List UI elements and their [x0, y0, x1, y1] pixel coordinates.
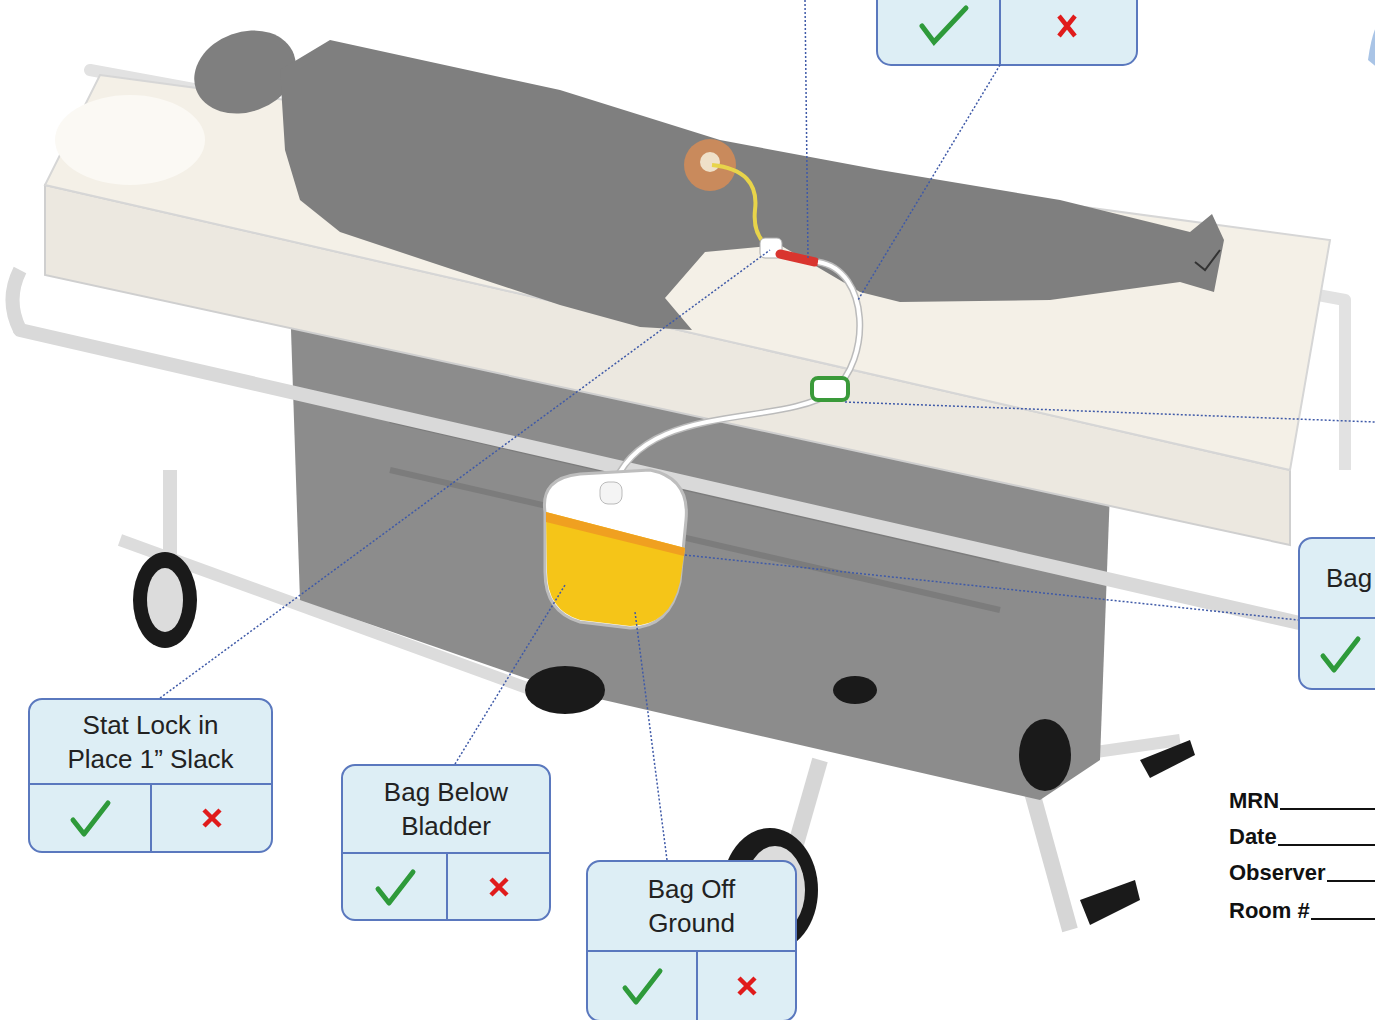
box-heading: Bag Off Ground [588, 862, 795, 952]
check-cell [1300, 619, 1375, 688]
wheel [833, 676, 877, 704]
leader-line [858, 65, 1000, 300]
bag-port [600, 482, 622, 504]
check-mark [68, 798, 112, 838]
partial-object [1368, 20, 1375, 70]
box-label: Stat Lock in Place 1” Slack [48, 708, 253, 776]
check-mark [620, 966, 664, 1006]
box-label: Bag [1326, 561, 1372, 595]
form-field: Room # [1229, 898, 1375, 924]
wheel-hub [147, 568, 183, 632]
side-rail [13, 270, 21, 330]
check-row [1300, 619, 1375, 688]
foot-rail [1339, 300, 1351, 470]
blank-line [1327, 878, 1375, 882]
form-label: Room # [1229, 898, 1310, 924]
leader-line [160, 250, 770, 698]
checklist-box: Bag Off Ground [586, 860, 797, 1020]
form-label: Date [1229, 824, 1277, 850]
leader-line [805, 0, 808, 258]
check-stroke [625, 971, 660, 1002]
checklist-box [877, 0, 1137, 65]
checklist-box: Bag [1298, 537, 1375, 690]
cross-cell [446, 854, 549, 919]
wheel [1019, 719, 1071, 791]
leader-line [685, 555, 1298, 620]
check-cell [343, 854, 446, 919]
check-stroke [1323, 639, 1358, 670]
checklist-box: Stat Lock in Place 1” Slack [28, 698, 273, 853]
check-row [588, 952, 795, 1020]
cross-stroke [204, 810, 220, 826]
tube-connector [780, 254, 815, 262]
cross-mark [736, 975, 758, 997]
cross-mark [1059, 16, 1075, 36]
form-label: Observer [1229, 860, 1326, 886]
check-cell [30, 785, 150, 851]
form-label: MRN [1229, 788, 1279, 814]
drainage-bag [544, 470, 686, 628]
cross-mark [488, 876, 510, 898]
wheel [133, 552, 197, 648]
leader-line [635, 612, 667, 860]
catheter-site [700, 152, 720, 172]
check-cell [588, 952, 696, 1020]
box-divider [999, 0, 1001, 65]
box-label: Bag Off Ground [618, 872, 765, 940]
dressing [684, 139, 736, 191]
check-row [343, 854, 549, 919]
drainage-tube [612, 262, 860, 490]
check-mark [1318, 634, 1362, 674]
blank-line [1311, 916, 1375, 920]
brake-pedal [1080, 880, 1140, 925]
check-row [30, 785, 271, 851]
drainage-tube [612, 262, 860, 490]
check-stroke [73, 803, 108, 834]
checklist-box: Bag Below Bladder [341, 764, 551, 921]
box-heading: Stat Lock in Place 1” Slack [30, 700, 271, 785]
form-field: Observer [1229, 860, 1375, 886]
leader-line [845, 402, 1375, 422]
cross-stroke [491, 879, 507, 895]
urine-surface [546, 512, 685, 556]
leader-line [455, 585, 565, 764]
cross-cell [150, 785, 271, 851]
form-field: MRN [1229, 788, 1375, 814]
leader-lines [160, 0, 1375, 860]
box-heading: Bag Below Bladder [343, 766, 549, 854]
box-label: Bag Below Bladder [357, 775, 535, 843]
wheel [525, 666, 605, 714]
box-heading: Bag [1300, 539, 1375, 619]
blank-line [1280, 806, 1375, 810]
cross-mark [201, 807, 223, 829]
urine [546, 512, 685, 626]
patient-silhouette [280, 40, 1224, 330]
form-field: Date [1229, 824, 1375, 850]
cross-stroke [739, 978, 755, 994]
pillow [55, 95, 205, 185]
check-mark [922, 8, 966, 42]
brake-pedal [1140, 740, 1195, 778]
tube-clip [812, 378, 848, 400]
check-stroke [378, 872, 413, 903]
cross-cell [696, 952, 795, 1020]
check-mark [373, 867, 417, 907]
catheter-tube [712, 165, 775, 250]
toe-tag [1195, 250, 1220, 270]
blank-line [1278, 842, 1375, 846]
